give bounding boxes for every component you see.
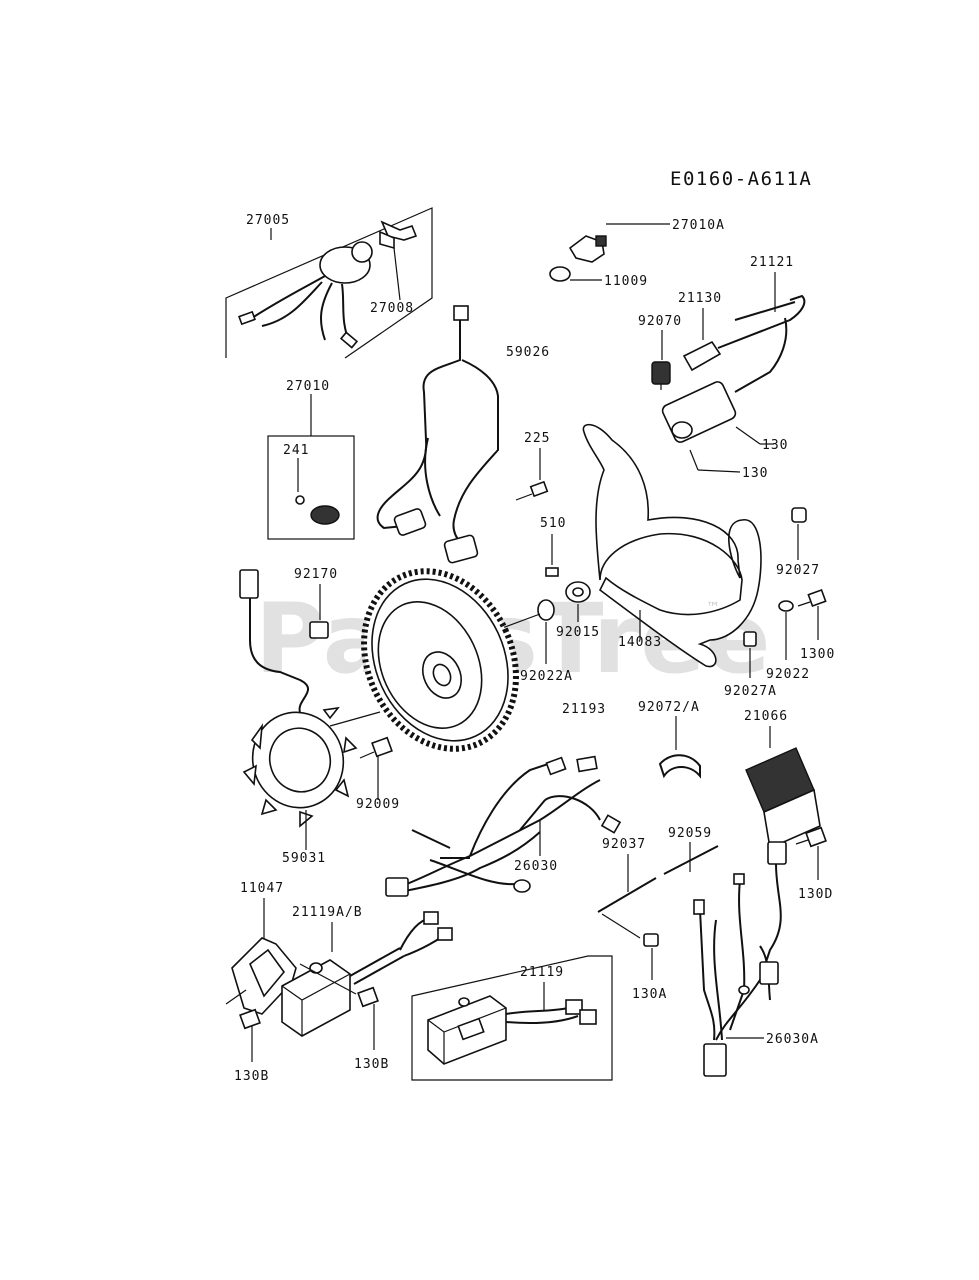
label-92022a: 92022A <box>520 669 573 684</box>
washer-92022a-icon[interactable] <box>537 599 555 621</box>
regulator-21066-icon[interactable] <box>745 747 821 850</box>
oil-pressure-switch-icon[interactable] <box>295 495 340 525</box>
label-11009: 11009 <box>604 274 648 289</box>
o-ring-11009-icon[interactable] <box>549 266 571 282</box>
label-21119ab: 21119A/B <box>292 905 363 920</box>
label-225: 225 <box>524 431 550 446</box>
spark-plug-icon[interactable] <box>651 361 671 390</box>
label-11047: 11047 <box>240 881 284 896</box>
label-21066: 21066 <box>744 709 788 724</box>
stator-59031-icon[interactable] <box>239 569 358 828</box>
band-92072-icon[interactable] <box>658 754 701 779</box>
label-92015: 92015 <box>556 625 600 640</box>
label-21193: 21193 <box>562 702 606 717</box>
label-130-upper: 130 <box>762 438 788 453</box>
label-241: 241 <box>283 443 309 458</box>
label-92037: 92037 <box>602 837 646 852</box>
label-92059: 92059 <box>668 826 712 841</box>
bolt-130d-icon[interactable] <box>795 826 827 848</box>
label-92070: 92070 <box>638 314 682 329</box>
label-92009: 92009 <box>356 797 400 812</box>
charge-coil-harness-icon[interactable] <box>376 305 499 564</box>
label-1300: 1300 <box>800 647 835 662</box>
plug-cap-icon[interactable] <box>682 340 722 372</box>
nut-92015-icon[interactable] <box>565 581 591 603</box>
label-27010a: 27010A <box>672 218 725 233</box>
bolt-225-icon[interactable] <box>515 480 549 501</box>
switch-27010a-icon[interactable] <box>568 235 607 263</box>
washer-92022-icon[interactable] <box>778 600 794 612</box>
tube-92059-icon[interactable] <box>663 845 719 875</box>
bolt-92009-icon[interactable] <box>359 736 393 759</box>
harness-26030a-icon[interactable] <box>693 841 787 1077</box>
label-27008: 27008 <box>370 301 414 316</box>
main-wiring-harness-26030-icon[interactable] <box>385 755 622 897</box>
clamp-92170-icon[interactable] <box>309 621 329 639</box>
woodruff-key-510-icon[interactable] <box>545 567 559 577</box>
label-92027a: 92027A <box>724 684 777 699</box>
label-21130: 21130 <box>678 291 722 306</box>
collar-92027-icon[interactable] <box>791 507 807 523</box>
label-130b-left: 130B <box>234 1069 269 1084</box>
label-130d: 130D <box>798 887 833 902</box>
ignition-coil-icon[interactable] <box>661 294 806 444</box>
key-icon <box>379 220 418 301</box>
igniter-21119-icon[interactable] <box>427 995 597 1065</box>
label-130a: 130A <box>632 987 667 1002</box>
collar-92027a-icon[interactable] <box>743 631 757 647</box>
label-92170: 92170 <box>294 567 338 582</box>
label-27005: 27005 <box>246 213 290 228</box>
label-26030: 26030 <box>514 859 558 874</box>
bracket-11047-icon[interactable] <box>225 937 297 1015</box>
label-27010: 27010 <box>286 379 330 394</box>
label-510: 510 <box>540 516 566 531</box>
igniter-21119-box <box>411 955 613 1081</box>
rod-92037-icon[interactable] <box>597 877 657 913</box>
ignition-switch-kit[interactable] <box>225 207 433 359</box>
oil-switch-box <box>267 435 355 540</box>
label-21121: 21121 <box>750 255 794 270</box>
flywheel-icon[interactable] <box>336 546 544 774</box>
bolt-1300-icon[interactable] <box>797 588 827 608</box>
label-130-lower: 130 <box>742 466 768 481</box>
label-26030a: 26030A <box>766 1032 819 1047</box>
bolt-130b-left-icon[interactable] <box>239 1008 261 1030</box>
label-130b-right: 130B <box>354 1057 389 1072</box>
flywheel-cover-14083-icon[interactable] <box>582 423 762 668</box>
bolt-130b-right-icon[interactable] <box>357 986 379 1008</box>
label-92072a: 92072/A <box>638 700 700 715</box>
bolt-130a-icon[interactable] <box>643 933 659 947</box>
diagram-code: E0160-A611A <box>670 168 812 190</box>
label-92027: 92027 <box>776 563 820 578</box>
igniter-21119ab-icon[interactable] <box>281 911 453 1037</box>
label-59031: 59031 <box>282 851 326 866</box>
label-14083: 14083 <box>618 635 662 650</box>
label-21119: 21119 <box>520 965 564 980</box>
label-92022: 92022 <box>766 667 810 682</box>
ignition-switch-icon <box>238 241 373 349</box>
label-59026: 59026 <box>506 345 550 360</box>
